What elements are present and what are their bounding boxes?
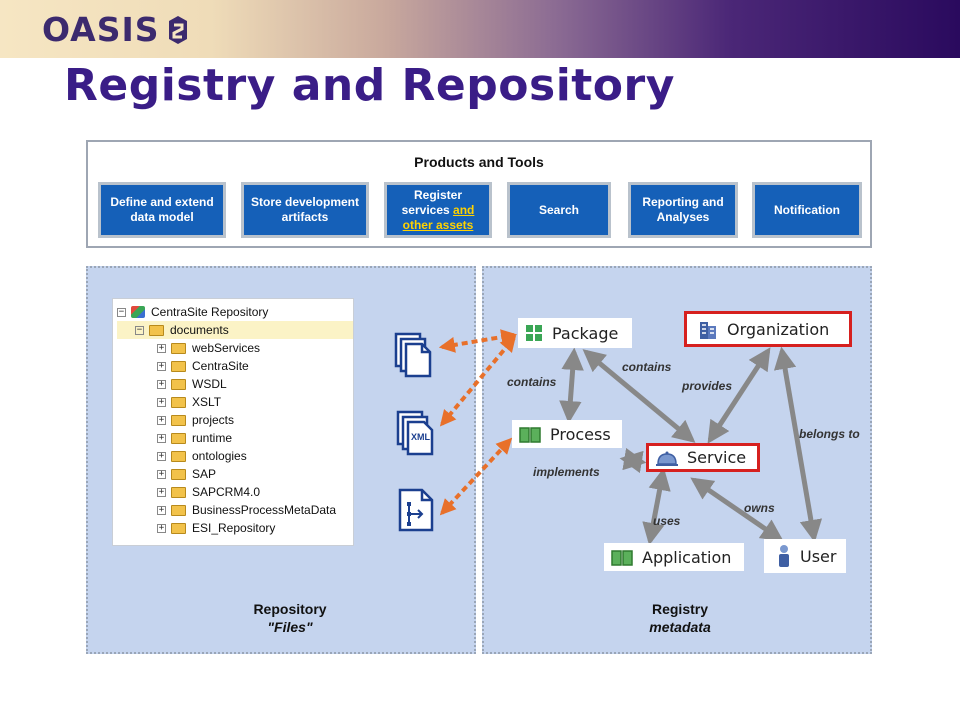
tree-item-wsdl[interactable]: +WSDL — [157, 377, 227, 391]
process-file-icon — [398, 488, 434, 532]
products-tools-title: Products and Tools — [414, 154, 544, 170]
xml-file-icon: XML — [396, 410, 434, 456]
application-book-icon — [611, 550, 633, 566]
folder-icon — [171, 432, 186, 444]
package-icon — [526, 325, 542, 341]
folder-icon — [171, 414, 186, 426]
repository-caption: Repository "Files" — [253, 601, 327, 635]
svg-text:XML: XML — [411, 432, 431, 442]
user-icon — [779, 545, 789, 567]
define-data-model-button[interactable]: Define and extend data model — [98, 182, 226, 238]
tree-item-xslt[interactable]: +XSLT — [157, 395, 222, 409]
folder-icon — [171, 450, 186, 462]
package-node[interactable]: Package — [518, 318, 632, 348]
tree-item-ontologies[interactable]: +ontologies — [157, 449, 247, 463]
relation-contains-right: contains — [622, 360, 672, 374]
other-assets-link[interactable]: and other assets — [402, 202, 475, 232]
relation-provides: provides — [682, 379, 733, 393]
building-icon — [700, 322, 716, 339]
notification-button[interactable]: Notification — [752, 182, 862, 238]
process-book-icon — [519, 427, 541, 443]
registry-caption: Registry metadata — [649, 601, 711, 635]
folder-icon — [171, 360, 186, 372]
organization-node[interactable]: Organization — [684, 311, 852, 347]
folder-icon — [171, 504, 186, 516]
folder-icon — [171, 522, 186, 534]
store-artifacts-button[interactable]: Store development artifacts — [241, 182, 369, 238]
header-banner — [0, 0, 960, 58]
relation-implements: implements — [533, 465, 600, 479]
repository-tree: −CentraSite Repository −documents +webSe… — [112, 298, 354, 546]
folder-icon — [171, 378, 186, 390]
relation-uses: uses — [653, 514, 681, 528]
folder-icon — [171, 342, 186, 354]
relation-belongs-to: belongs to — [799, 427, 860, 441]
tree-item-documents[interactable]: −documents — [117, 321, 353, 339]
tree-item-runtime[interactable]: +runtime — [157, 431, 233, 445]
reporting-analyses-button[interactable]: Reporting and Analyses — [628, 182, 738, 238]
folder-icon — [171, 468, 186, 480]
documents-file-icon — [394, 332, 432, 378]
tree-item-projects[interactable]: +projects — [157, 413, 235, 427]
search-button[interactable]: Search — [507, 182, 611, 238]
process-node[interactable]: Process — [512, 420, 622, 448]
tree-item-esi-repository[interactable]: +ESI_Repository — [157, 521, 276, 535]
oasis-logo: OASIS — [42, 10, 190, 49]
relation-owns: owns — [744, 501, 775, 515]
tree-item-sapcrm[interactable]: +SAPCRM4.0 — [157, 485, 261, 499]
logo-text: OASIS — [42, 10, 160, 49]
repository-icon — [131, 306, 145, 318]
tree-item-webservices[interactable]: +webServices — [157, 341, 261, 355]
tree-item-sap[interactable]: +SAP — [157, 467, 217, 481]
relation-contains-left: contains — [507, 375, 557, 389]
tree-item-centrasite[interactable]: +CentraSite — [157, 359, 249, 373]
oasis-mark-icon — [168, 15, 187, 44]
user-node[interactable]: User — [764, 539, 846, 573]
folder-icon — [171, 486, 186, 498]
products-tools-box: Products and Tools Define and extend dat… — [86, 140, 872, 248]
service-bell-icon — [656, 451, 678, 466]
application-node[interactable]: Application — [604, 543, 744, 571]
register-services-button[interactable]: Register services and other assets — [384, 182, 492, 238]
folder-icon — [171, 396, 186, 408]
page-title: Registry and Repository — [64, 60, 675, 111]
tree-item-root[interactable]: −CentraSite Repository — [117, 305, 269, 319]
folder-open-icon — [149, 324, 164, 336]
service-node[interactable]: Service — [646, 443, 760, 472]
tree-item-businessprocess[interactable]: +BusinessProcessMetaData — [157, 503, 337, 517]
